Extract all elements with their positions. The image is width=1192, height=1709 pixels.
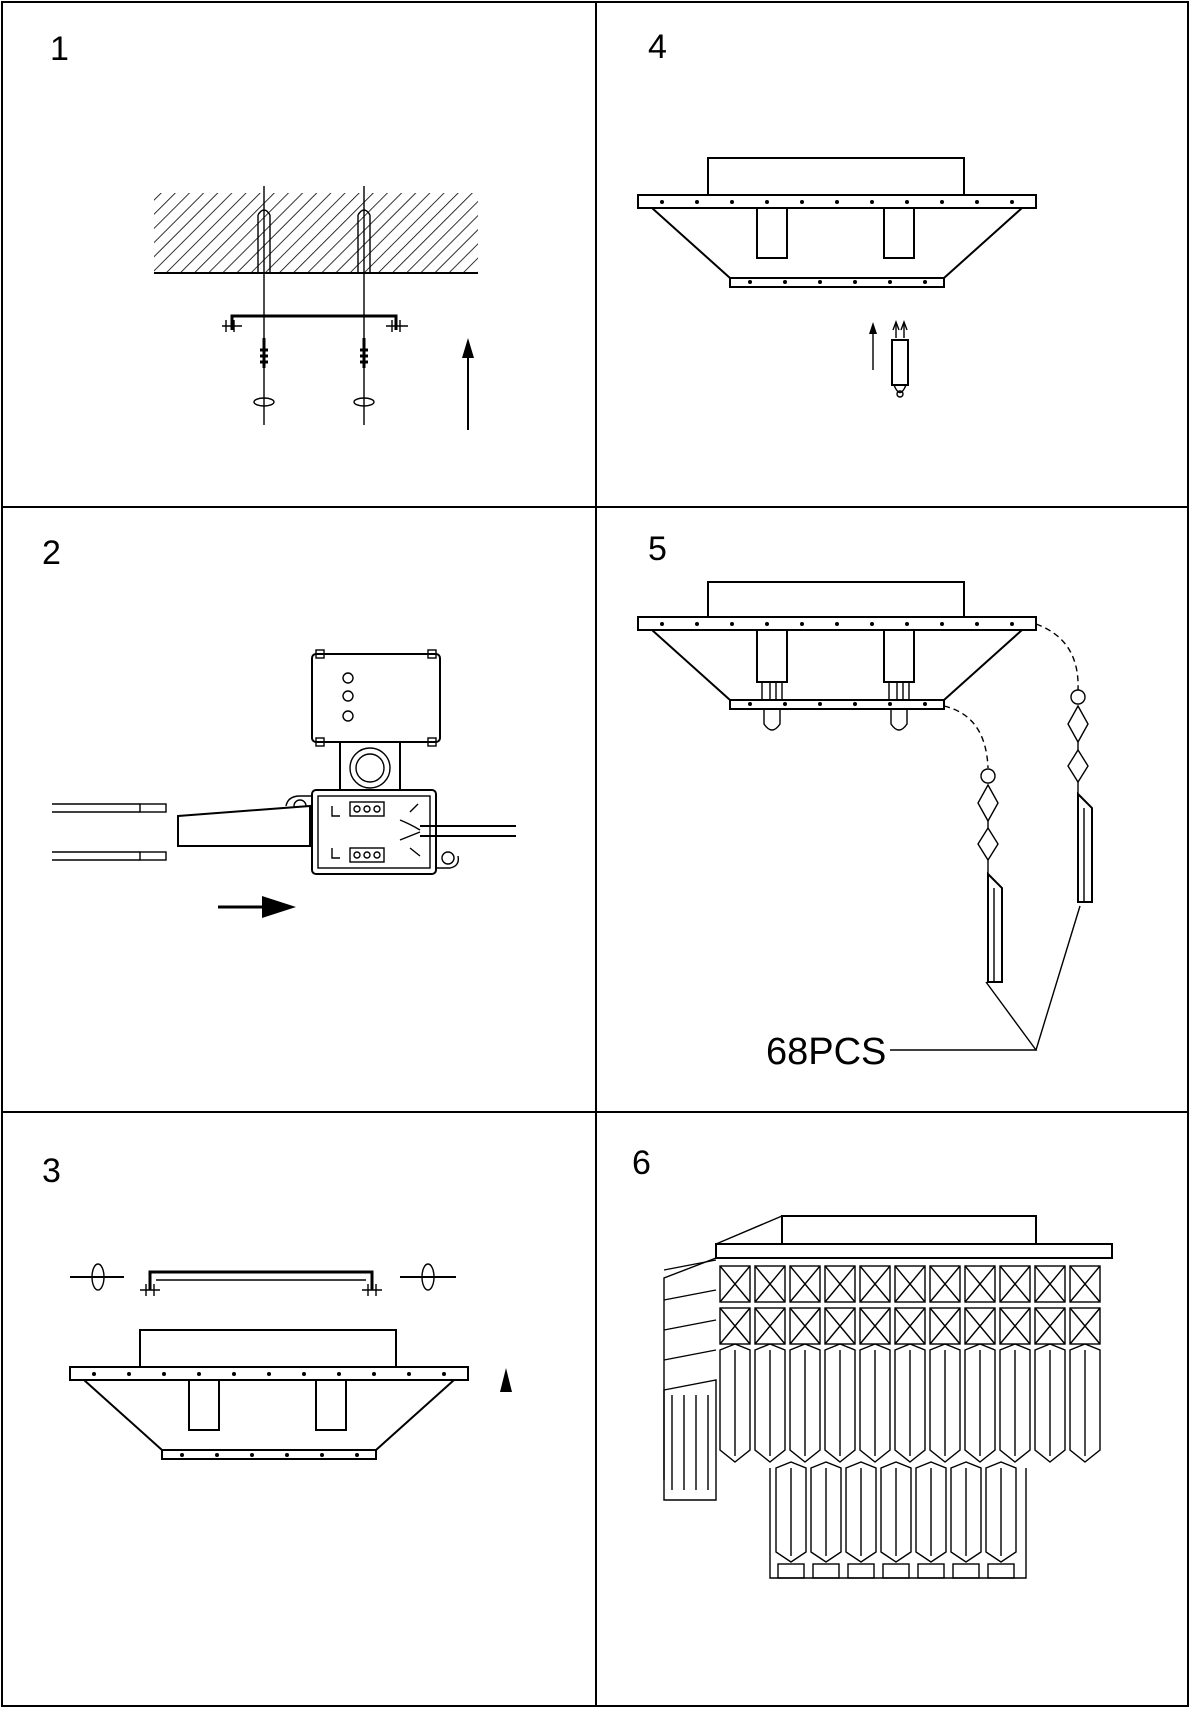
step-number-1: 1	[50, 30, 69, 68]
assembled-fixture	[663, 1215, 1113, 1579]
bracket-3	[140, 1270, 382, 1296]
crystal-column	[859, 1265, 891, 1463]
crystal-strand-right	[1035, 623, 1093, 903]
push-arrow	[218, 896, 296, 918]
crystal-column	[719, 1265, 751, 1463]
mounting-bracket	[222, 314, 408, 332]
quantity-leader	[890, 905, 1081, 1051]
ceiling-hatch	[154, 193, 478, 274]
input-connector	[52, 803, 311, 861]
screws	[253, 338, 375, 407]
crystal-column	[915, 1461, 947, 1579]
fixture-frame	[637, 157, 1037, 288]
knurled-nuts	[70, 1263, 456, 1291]
crystal-column	[999, 1265, 1031, 1463]
crystal-strand-left	[943, 705, 1003, 983]
crystal-column	[894, 1265, 926, 1463]
crystal-column	[789, 1265, 821, 1463]
crystal-column	[810, 1461, 842, 1579]
panel-step-4: 4	[637, 28, 1037, 398]
upper-crystal-columns	[719, 1265, 1101, 1463]
panel-step-5: 5	[637, 530, 1093, 1073]
crystal-column	[845, 1461, 877, 1579]
fixture-frame-3	[69, 1329, 469, 1460]
panel-step-3: 3	[42, 1152, 512, 1460]
fixture-frame-5	[637, 581, 1037, 731]
crystal-column	[1069, 1265, 1101, 1463]
crystal-column	[964, 1265, 996, 1463]
bulb-insert	[869, 320, 909, 398]
crystal-column	[929, 1265, 961, 1463]
lower-crystal-columns	[769, 1461, 1027, 1579]
panel-step-1: 1	[50, 30, 478, 430]
crystal-column	[1034, 1265, 1066, 1463]
step-number-5: 5	[648, 530, 667, 568]
driver-box	[311, 649, 441, 747]
up-arrow-3	[500, 1368, 512, 1392]
crystal-column	[775, 1461, 807, 1579]
crystal-column	[824, 1265, 856, 1463]
crystal-column	[754, 1265, 786, 1463]
step-number-2: 2	[42, 534, 61, 572]
panel-step-6: 6	[632, 1144, 1113, 1579]
side-crystals	[663, 1259, 717, 1501]
wall-anchors	[257, 186, 371, 425]
step-number-6: 6	[632, 1144, 651, 1182]
crystal-column	[880, 1461, 912, 1579]
panel-step-2: 2	[42, 534, 516, 918]
lower-tier-outline	[769, 1468, 1027, 1579]
crystal-column	[985, 1461, 1017, 1579]
crystal-quantity-label: 68PCS	[766, 1031, 886, 1073]
crystal-column	[950, 1461, 982, 1579]
step-number-3: 3	[42, 1152, 61, 1190]
up-arrow	[462, 338, 474, 430]
output-cable	[399, 819, 516, 841]
terminal-block	[285, 742, 460, 875]
step-number-4: 4	[648, 28, 667, 66]
